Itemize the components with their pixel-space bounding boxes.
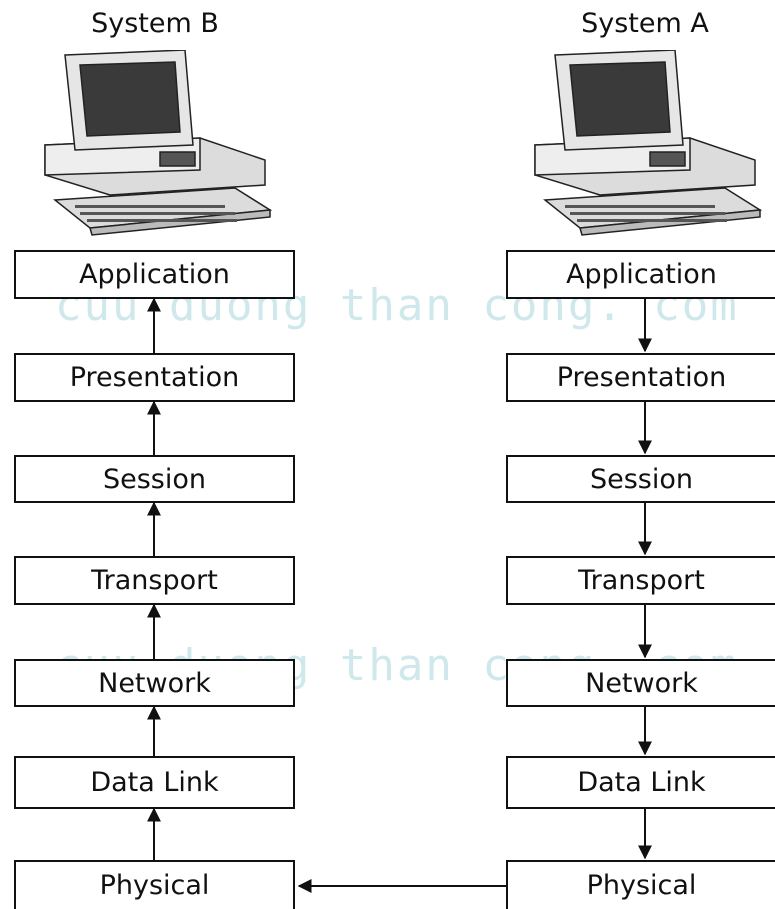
system-b-layer-transport: Transport [14,556,295,605]
system-b-layer-session: Session [14,455,295,503]
system-b-title: System B [91,8,219,39]
system-a-layer-session: Session [506,455,775,503]
system-a-layer-transport: Transport [506,556,775,605]
system-a-layer-application: Application [506,250,775,299]
system-b-layer-presentation: Presentation [14,353,295,402]
system-b-layer-data-link: Data Link [14,756,295,809]
system-a-layer-network: Network [506,659,775,707]
computer-a-icon [534,50,763,236]
system-a-layer-physical: Physical [506,860,775,909]
system-b-layer-application: Application [14,250,295,299]
system-b-layer-network: Network [14,659,295,707]
computer-b-icon [44,50,273,236]
system-a-layer-data-link: Data Link [506,756,775,809]
system-a-title: System A [581,8,709,39]
system-b-layer-physical: Physical [14,860,295,909]
system-a-layer-presentation: Presentation [506,353,775,402]
